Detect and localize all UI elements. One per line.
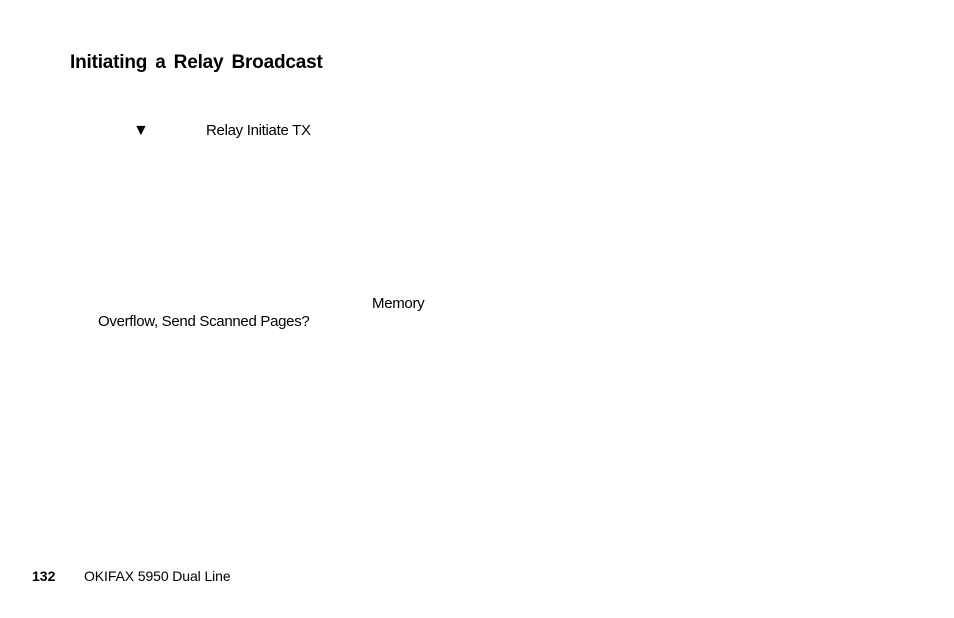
menu-item-text: Relay Initiate TX	[206, 122, 311, 139]
down-arrow-icon: ▼	[133, 122, 149, 139]
page-number: 132	[32, 568, 56, 584]
message-line-memory: Memory	[372, 295, 425, 312]
footer-title: OKIFAX 5950 Dual Line	[84, 568, 231, 584]
message-line-overflow: Overflow, Send Scanned Pages?	[98, 313, 310, 330]
section-heading: Initiating a Relay Broadcast	[70, 52, 323, 73]
